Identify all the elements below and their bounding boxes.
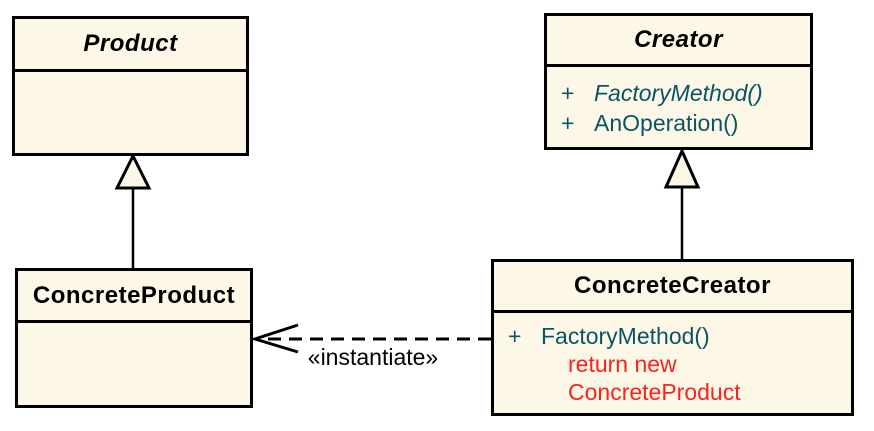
generalization-arrowhead-icon — [114, 152, 152, 190]
method-factorymethod: + FactoryMethod() — [494, 322, 851, 350]
class-name-concrete-product: ConcreteProduct — [18, 271, 250, 323]
method-signature: FactoryMethod() — [541, 323, 710, 349]
class-box-creator: Creator + FactoryMethod() + AnOperation(… — [544, 13, 813, 150]
visibility-symbol: + — [508, 323, 522, 349]
method-anoperation: + AnOperation() — [547, 108, 810, 138]
method-signature: AnOperation() — [594, 110, 739, 136]
class-box-concrete-creator: ConcreteCreator + FactoryMethod() return… — [491, 259, 854, 416]
class-name-concrete-creator: ConcreteCreator — [494, 262, 851, 313]
visibility-symbol: + — [561, 80, 575, 106]
class-box-product: Product — [12, 16, 249, 156]
open-arrowhead-icon — [249, 323, 299, 354]
code-note-line: return new — [568, 351, 677, 377]
class-name-creator: Creator — [547, 16, 810, 67]
generalization-arrowhead-icon — [663, 147, 701, 189]
code-note-line: ConcreteProduct — [568, 379, 741, 405]
instantiate-label: «instantiate» — [307, 344, 439, 370]
class-box-concrete-product: ConcreteProduct — [15, 268, 253, 408]
visibility-symbol: + — [561, 110, 575, 136]
method-factorymethod: + FactoryMethod() — [547, 78, 810, 108]
class-body-concrete-creator: + FactoryMethod() return new ConcretePro… — [494, 313, 851, 406]
class-name-product: Product — [15, 19, 246, 72]
method-signature: FactoryMethod() — [594, 80, 763, 106]
class-body-creator: + FactoryMethod() + AnOperation() — [547, 67, 810, 138]
